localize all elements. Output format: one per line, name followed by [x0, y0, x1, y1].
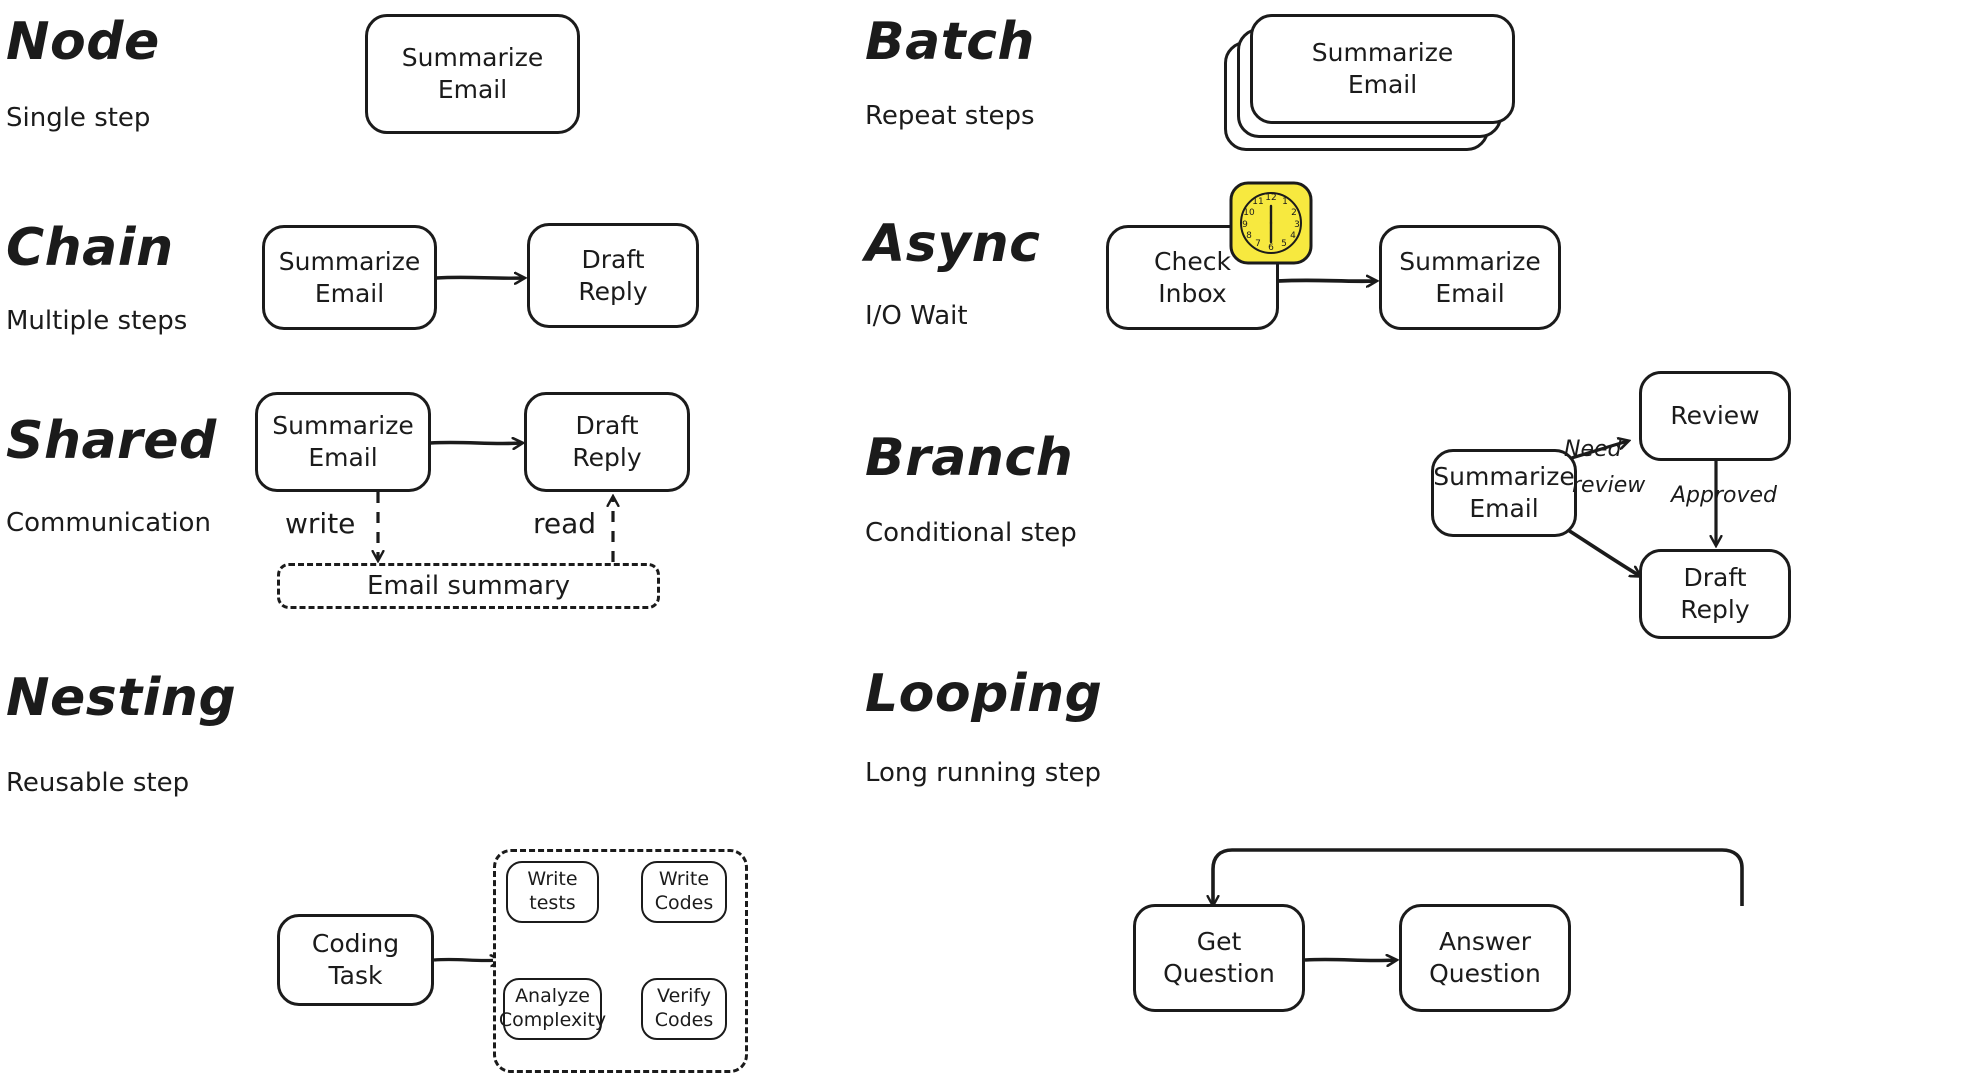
store-label: Email summary — [366, 571, 571, 601]
looping-back-arrow — [1213, 848, 1744, 906]
section-subtitle-chain: Multiple steps — [6, 306, 188, 336]
looping-forward-arrow — [1304, 959, 1396, 960]
svg-text:3: 3 — [1294, 220, 1300, 230]
shared-arrow — [429, 442, 522, 443]
svg-text:12: 12 — [1265, 193, 1276, 203]
node-line-2: Email — [314, 278, 385, 308]
node-line-1: Draft — [581, 244, 645, 274]
section-subtitle-looping: Long running step — [865, 758, 1102, 788]
node-line-1: Summarize — [1433, 462, 1575, 491]
node-line-2: Complexity — [498, 1009, 607, 1031]
chain-node-draft-reply[interactable]: Draft Reply — [527, 223, 699, 328]
async-arrow — [1277, 280, 1376, 281]
node-line-2: tests — [529, 892, 576, 914]
node-line-2: Reply — [578, 276, 648, 306]
node-line-1: Draft — [575, 411, 639, 440]
nesting-node-coding-task[interactable]: Coding Task — [277, 914, 434, 1006]
svg-text:6: 6 — [1268, 243, 1274, 253]
section-title-batch: Batch — [865, 12, 1035, 72]
section-title-nesting: Nesting — [6, 668, 237, 728]
svg-text:9: 9 — [1242, 220, 1248, 230]
section-title-shared: Shared — [6, 411, 217, 471]
subflow-node-verify-codes[interactable]: Verify Codes — [641, 978, 727, 1040]
shared-read-label: read — [533, 507, 597, 540]
section-title-async: Async — [865, 214, 1041, 274]
branch-node-draft-reply[interactable]: Draft Reply — [1639, 549, 1791, 639]
node-line-2: Codes — [654, 892, 714, 914]
svg-text:1: 1 — [1282, 197, 1288, 207]
node-line-1: Draft — [1683, 563, 1747, 592]
svg-text:10: 10 — [1243, 208, 1255, 218]
chain-arrow — [435, 277, 524, 278]
branch-label-approved: Approved — [1671, 483, 1778, 508]
node-line-2: Inbox — [1158, 278, 1227, 308]
section-title-branch: Branch — [865, 428, 1074, 488]
chain-node-summarize-email[interactable]: Summarize Email — [262, 225, 437, 330]
node-line-2: Email — [1347, 70, 1418, 99]
node-line-1: Write — [527, 868, 578, 891]
node-line-1: Summarize — [401, 43, 544, 72]
node-line-1: Write — [658, 868, 710, 891]
svg-text:5: 5 — [1281, 239, 1287, 249]
section-subtitle-nesting: Reusable step — [6, 768, 190, 798]
section-title-node: Node — [6, 12, 160, 72]
section-title-looping: Looping — [865, 664, 1103, 724]
subflow-node-analyze-complexity[interactable]: Analyze Complexity — [499, 978, 606, 1040]
node-line-2: Codes — [654, 1009, 714, 1031]
async-node-summarize-email[interactable]: Summarize Email — [1379, 225, 1561, 330]
svg-text:8: 8 — [1246, 231, 1252, 241]
section-subtitle-node: Single step — [6, 103, 151, 133]
node-line-2: Email — [437, 75, 508, 104]
shared-node-draft-reply[interactable]: Draft Reply — [524, 392, 690, 492]
node-line-1: Answer — [1438, 927, 1532, 956]
subflow-node-write-tests[interactable]: Write tests — [506, 861, 599, 923]
section-subtitle-shared: Communication — [6, 508, 211, 538]
subflow-node-write-codes[interactable]: Write Codes — [641, 861, 727, 923]
shared-node-summarize-email[interactable]: Summarize Email — [255, 392, 431, 492]
branch-node-review[interactable]: Review — [1639, 371, 1791, 461]
section-subtitle-async: I/O Wait — [865, 301, 968, 331]
section-subtitle-batch: Repeat steps — [865, 101, 1035, 131]
node-line-2: Question — [1163, 959, 1275, 988]
node-line-2: Email — [1435, 278, 1505, 308]
section-subtitle-branch: Conditional step — [865, 518, 1077, 548]
shared-store-email-summary[interactable]: Email summary — [277, 563, 660, 609]
branch-label-need: Need — [1564, 437, 1622, 462]
node-line-1: Summarize — [278, 246, 421, 276]
node-line-2: Reply — [1680, 595, 1750, 624]
node-line-1: Summarize — [272, 411, 414, 440]
svg-text:7: 7 — [1255, 239, 1261, 249]
node-line-1: Summarize — [1399, 246, 1541, 276]
clock-icon: 12 1 2 3 4 5 6 7 8 9 10 11 — [1228, 180, 1314, 266]
branch-label-review: review — [1572, 473, 1646, 498]
node-line-1: Verify — [657, 985, 711, 1008]
looping-node-answer-question[interactable]: Answer Question — [1399, 904, 1571, 1012]
svg-text:2: 2 — [1291, 208, 1297, 218]
node-line-2: Email — [1469, 494, 1539, 523]
node-summarize-email[interactable]: Summarize Email — [365, 14, 580, 134]
shared-write-label: write — [285, 507, 356, 540]
node-line-1: Get — [1196, 927, 1242, 956]
node-line-1: Review — [1670, 401, 1760, 430]
node-line-1: Check — [1154, 246, 1231, 276]
node-line-1: Coding — [311, 929, 400, 958]
nesting-enter-arrow — [433, 959, 500, 960]
svg-text:11: 11 — [1252, 197, 1263, 207]
batch-node-summarize-email[interactable]: Summarize Email — [1250, 14, 1515, 124]
node-line-2: Reply — [572, 443, 642, 472]
node-line-1: Analyze — [515, 985, 590, 1008]
node-line-2: Email — [308, 443, 378, 472]
node-line-1: Summarize — [1311, 38, 1454, 67]
node-line-2: Task — [328, 961, 383, 990]
branch-node-summarize-email[interactable]: Summarize Email — [1431, 449, 1577, 537]
section-title-chain: Chain — [6, 218, 174, 278]
node-line-2: Question — [1429, 959, 1541, 988]
svg-text:4: 4 — [1290, 231, 1296, 241]
looping-node-get-question[interactable]: Get Question — [1133, 904, 1305, 1012]
